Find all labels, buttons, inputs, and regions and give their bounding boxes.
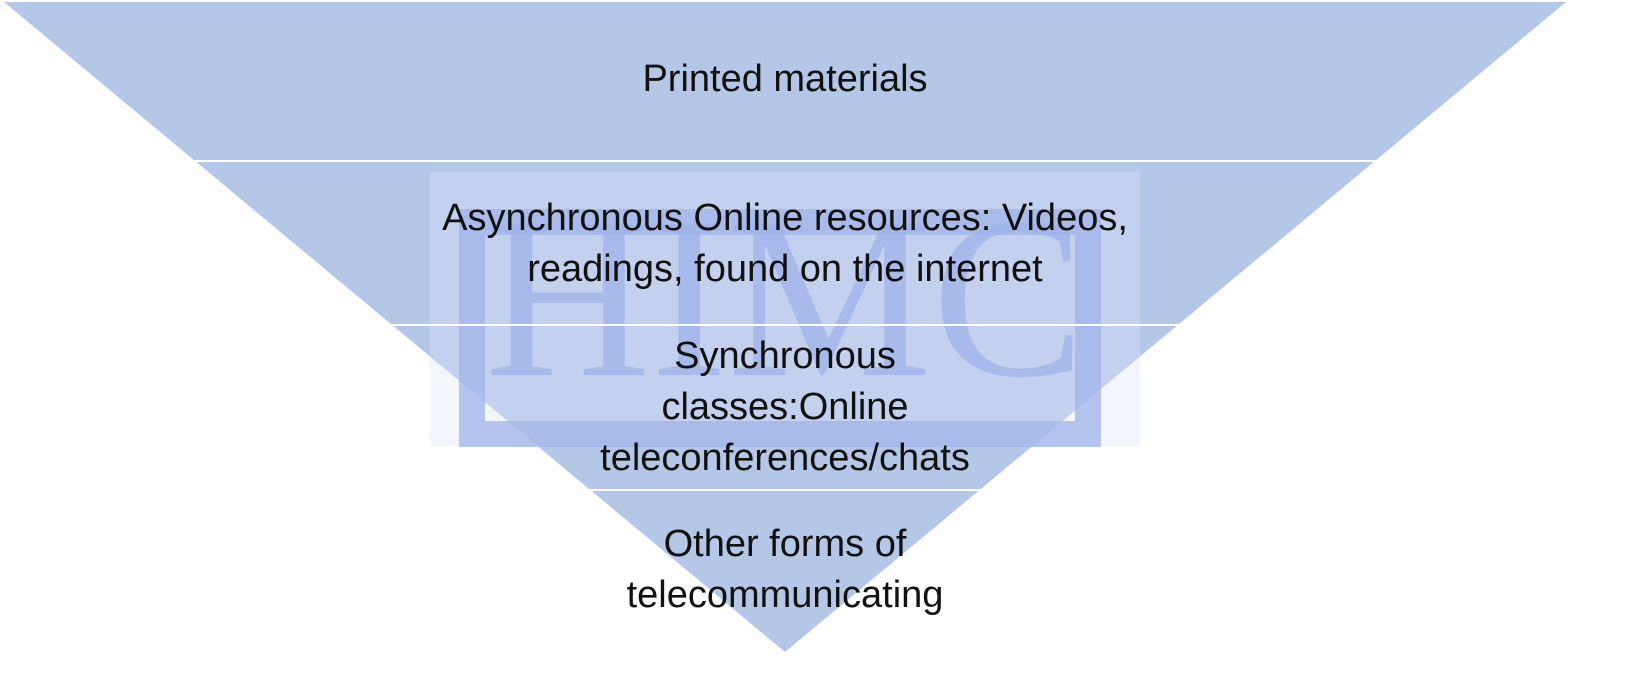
level-4-label: Other forms of telecommunicating — [0, 519, 1570, 621]
level-3-line: classes:Online — [661, 386, 909, 428]
level-4-line: Other forms of — [663, 523, 907, 565]
level-2-label: Asynchronous Online resources: Videos, r… — [0, 193, 1570, 295]
pyramid-shape — [4, 2, 1566, 652]
level-2-line: Asynchronous Online resources: Videos, — [442, 197, 1128, 239]
watermark-text: HIMC — [485, 170, 1086, 425]
level-1-line: Printed materials — [642, 58, 928, 100]
level-2-line: readings, found on the internet — [527, 248, 1043, 290]
watermark: HIMC — [430, 170, 1140, 447]
level-3-label: Synchronous classes:Online teleconferenc… — [0, 331, 1570, 484]
level-1-label: Printed materials — [0, 54, 1570, 105]
level-3-line: teleconferences/chats — [600, 437, 970, 479]
level-4-line: telecommunicating — [626, 574, 944, 616]
level-3-line: Synchronous — [674, 335, 896, 377]
